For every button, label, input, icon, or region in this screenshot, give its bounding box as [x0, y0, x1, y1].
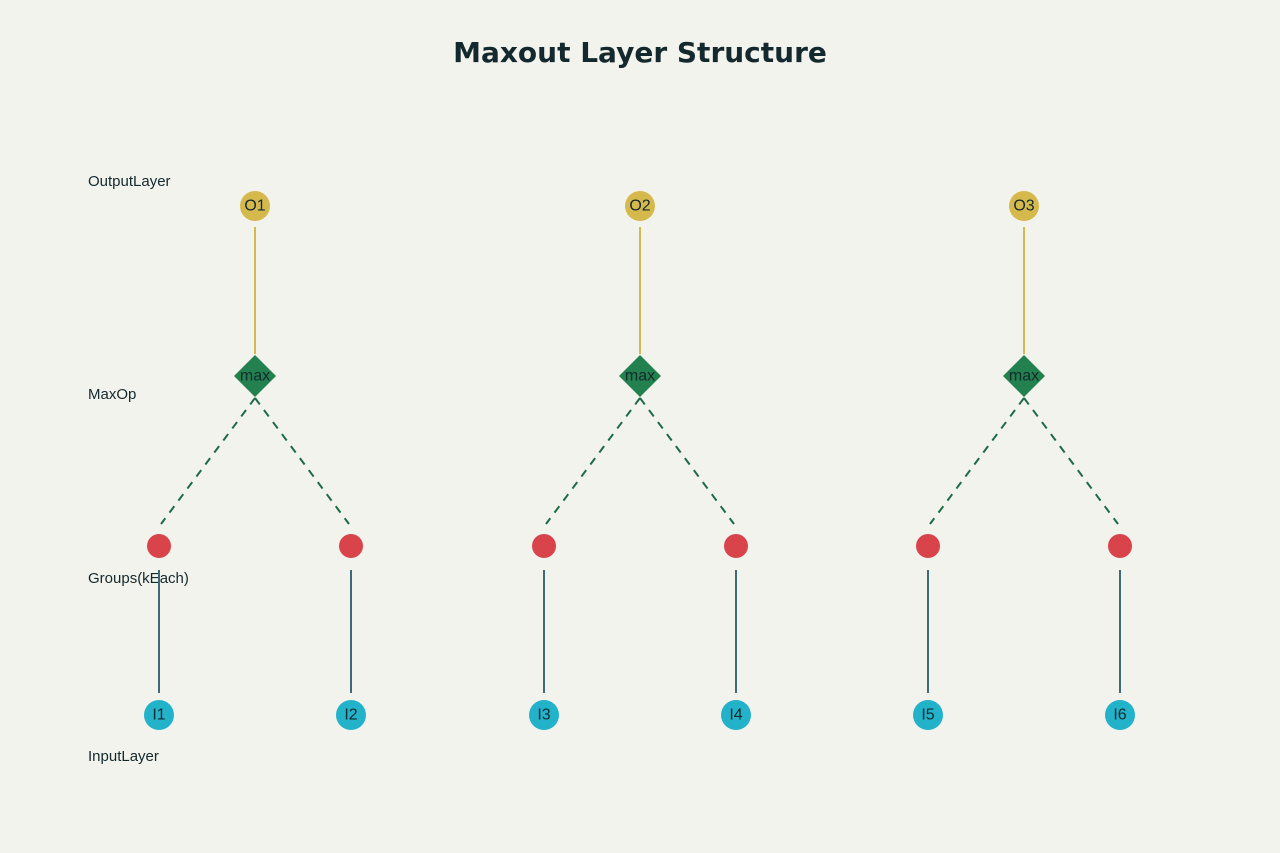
max-group-edge-2	[254, 397, 350, 525]
input-node-1	[144, 700, 174, 730]
layer-label-groups: Groups(kEach)	[88, 570, 189, 587]
group-node-5	[916, 534, 940, 558]
max-group-edge-6	[1023, 397, 1119, 525]
diagram-title: Maxout Layer Structure	[453, 36, 827, 69]
output-node-2	[625, 191, 655, 221]
max-group-edge-3	[545, 397, 641, 525]
layer-label-output: OutputLayer	[88, 173, 171, 190]
input-node-label-1: I1	[152, 707, 165, 724]
input-node-4	[721, 700, 751, 730]
group-node-1	[147, 534, 171, 558]
input-node-label-4: I4	[729, 707, 742, 724]
max-node-label-1: max	[240, 368, 270, 385]
max-node-label-3: max	[1009, 368, 1039, 385]
output-node-1	[240, 191, 270, 221]
input-node-label-5: I5	[921, 707, 934, 724]
output-node-label-1: O1	[244, 198, 265, 215]
input-node-6	[1105, 700, 1135, 730]
output-node-label-2: O2	[629, 198, 650, 215]
input-node-label-2: I2	[344, 707, 357, 724]
layer-label-input: InputLayer	[88, 748, 159, 765]
edges-group	[158, 227, 1121, 693]
max-node-1	[234, 355, 276, 397]
output-node-label-3: O3	[1013, 198, 1034, 215]
input-node-label-3: I3	[537, 707, 550, 724]
max-node-label-2: max	[625, 368, 655, 385]
max-node-3	[1003, 355, 1045, 397]
group-node-4	[724, 534, 748, 558]
layer-label-max-op: MaxOp	[88, 386, 136, 403]
group-node-3	[532, 534, 556, 558]
max-group-edge-1	[160, 397, 256, 525]
output-node-3	[1009, 191, 1039, 221]
group-node-6	[1108, 534, 1132, 558]
max-group-edge-5	[929, 397, 1025, 525]
max-node-2	[619, 355, 661, 397]
input-node-3	[529, 700, 559, 730]
max-group-edge-4	[639, 397, 735, 525]
input-node-2	[336, 700, 366, 730]
input-node-label-6: I6	[1113, 707, 1126, 724]
group-node-2	[339, 534, 363, 558]
input-node-5	[913, 700, 943, 730]
